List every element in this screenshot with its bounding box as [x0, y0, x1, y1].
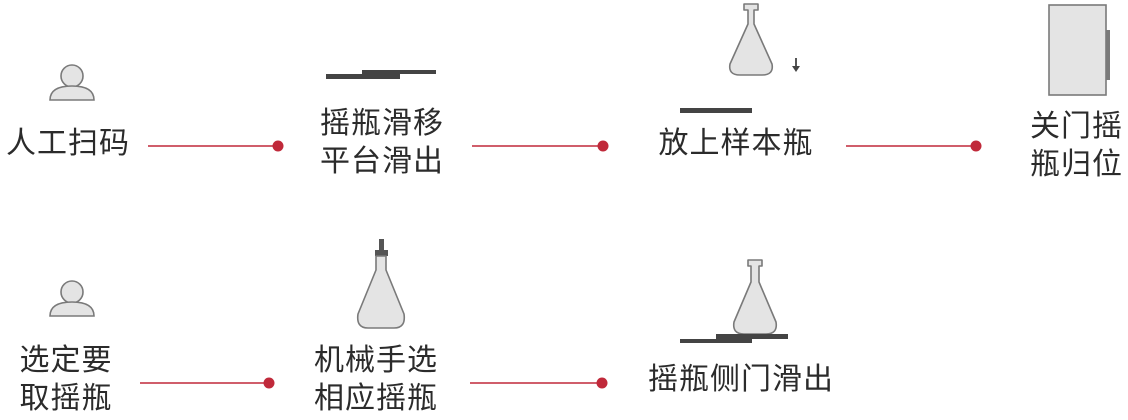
cabinet-icon	[1048, 4, 1110, 96]
connector-5	[470, 377, 608, 389]
gripper-flask-icon	[356, 239, 406, 329]
step-select-flask-label: 选定要 取摇瓶	[19, 343, 113, 416]
step-robot-select-label: 机械手选 相应摇瓶	[314, 343, 438, 416]
connector-2	[472, 140, 609, 152]
step-close-door-label: 关门摇 瓶归位	[1030, 109, 1123, 182]
platform-bar-icon	[680, 108, 752, 113]
connector-3	[846, 140, 982, 152]
step-scan-code-label: 人工扫码	[6, 126, 130, 161]
connector-4	[140, 377, 275, 389]
person-icon	[49, 280, 95, 317]
flask-on-platform-icon	[680, 259, 788, 343]
step-side-door-out-label: 摇瓶侧门滑出	[648, 362, 834, 397]
person-icon	[49, 64, 95, 101]
connector-1	[148, 140, 284, 152]
platform-icon	[326, 70, 436, 79]
step-platform-slide-out-label: 摇瓶滑移 平台滑出	[320, 106, 444, 179]
step-place-sample-label: 放上样本瓶	[658, 126, 814, 161]
flask-down-icon	[728, 3, 800, 76]
